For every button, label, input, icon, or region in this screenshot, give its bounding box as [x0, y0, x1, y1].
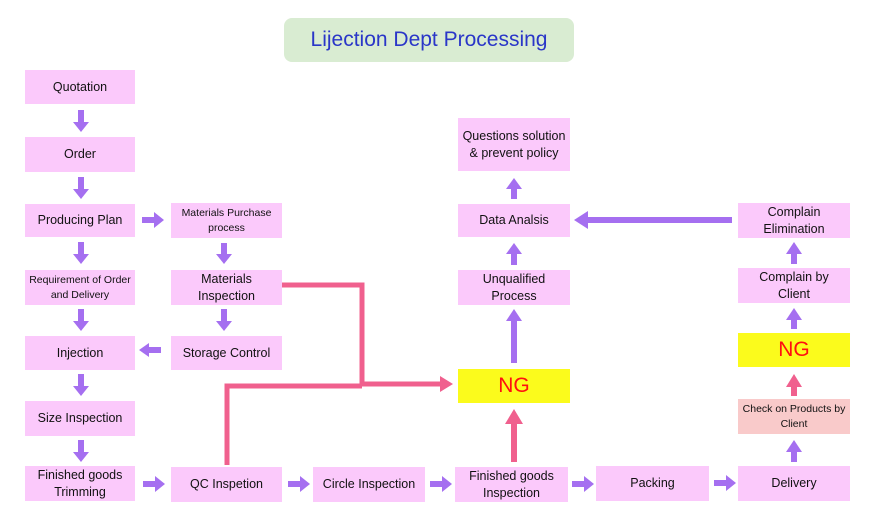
- node-injection: Injection: [25, 336, 135, 370]
- node-circle-inspection: Circle Inspection: [313, 467, 425, 502]
- arrow-plan-to-purchase: [142, 212, 164, 228]
- node-storage-control: Storage Control: [171, 336, 282, 370]
- ng-route-arrowhead: [440, 376, 453, 392]
- arrow-storage-to-injection: [139, 343, 161, 357]
- node-ng-center: NG: [458, 369, 570, 403]
- node-finished-trimming: Finished goods Trimming: [25, 466, 135, 501]
- node-data-analysis: Data Analsis: [458, 204, 570, 237]
- arrow-injection-to-size: [73, 374, 89, 396]
- node-qc-inspetion: QC Inspetion: [171, 467, 282, 502]
- node-requirement: Requirement of Order and Delivery: [25, 270, 135, 305]
- node-complain-by-client: Complain by Client: [738, 268, 850, 303]
- arrow-order-to-plan: [73, 177, 89, 199]
- node-questions-solution: Questions solution & prevent policy: [458, 118, 570, 171]
- arrow-complain-to-elimination: [786, 242, 802, 264]
- node-size-inspection: Size Inspection: [25, 401, 135, 436]
- node-finished-inspection: Finished goods Inspection: [455, 467, 568, 502]
- arrow-quotation-to-order: [73, 110, 89, 132]
- ng-route-lines: [224, 282, 440, 465]
- node-delivery: Delivery: [738, 466, 850, 501]
- node-check-products: Check on Products by Client: [738, 399, 850, 434]
- node-complain-elimination: Complain Elimination: [738, 203, 850, 238]
- arrow-size-to-trimming: [73, 440, 89, 462]
- node-order: Order: [25, 137, 135, 172]
- arrow-delivery-to-check: [786, 440, 802, 462]
- arrow-circle-to-finished: [430, 476, 452, 492]
- node-packing: Packing: [596, 466, 709, 501]
- arrow-check-to-ng: [786, 374, 802, 396]
- arrow-finished-to-packing: [572, 476, 594, 492]
- arrow-ng-to-unqualified: [506, 309, 522, 363]
- node-unqualified-process: Unqualified Process: [458, 270, 570, 305]
- arrow-ng-to-complain: [786, 308, 802, 329]
- arrow-data-to-questions: [506, 178, 522, 199]
- arrow-finished-to-ng: [505, 409, 523, 462]
- arrow-elimination-to-data: [574, 211, 732, 229]
- arrow-inspection-to-storage: [216, 309, 232, 331]
- arrow-packing-to-delivery: [714, 475, 736, 491]
- node-ng-right: NG: [738, 333, 850, 367]
- diagram-title: Lijection Dept Processing: [284, 18, 574, 62]
- node-quotation: Quotation: [25, 70, 135, 104]
- node-materials-purchase: Materials Purchase process: [171, 203, 282, 238]
- node-materials-inspection: Materials Inspection: [171, 270, 282, 305]
- arrow-purchase-to-inspection: [216, 243, 232, 264]
- arrow-qc-to-circle: [288, 476, 310, 492]
- arrow-requirement-to-injection: [73, 309, 89, 331]
- arrow-unqualified-to-data: [506, 243, 522, 265]
- node-producing-plan: Producing Plan: [25, 204, 135, 237]
- arrow-trimming-to-qc: [143, 476, 165, 492]
- arrow-plan-to-requirement: [73, 242, 89, 264]
